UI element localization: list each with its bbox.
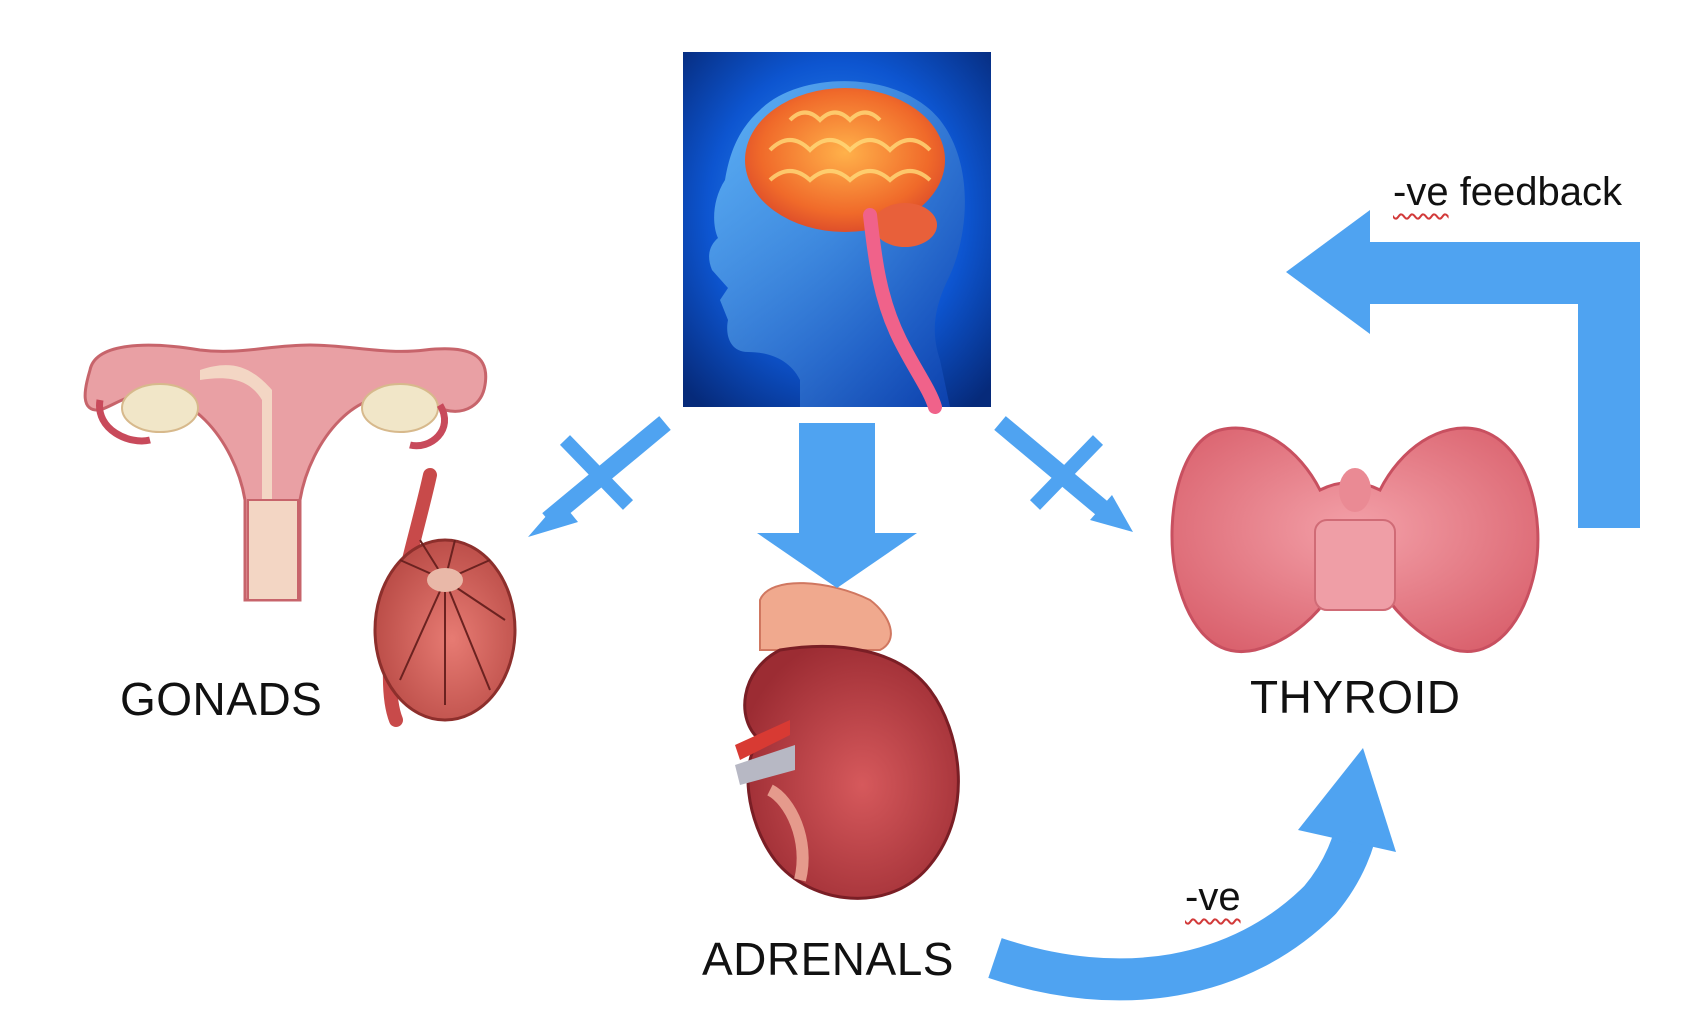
testis-icon: [373, 468, 517, 727]
negative-feedback-prefix: -ve: [1393, 170, 1449, 214]
brain-head-icon: [683, 52, 991, 414]
adrenals-label: ADRENALS: [702, 933, 954, 985]
kidney-adrenal-icon: [735, 582, 960, 900]
cross-mark: [559, 435, 634, 510]
arrow-brain-to-gonads: [528, 416, 671, 537]
arrow-brain-to-adrenals: [757, 423, 917, 588]
arrow-brain-to-thyroid: [994, 416, 1133, 532]
adrenals-to-thyroid-note-text: -ve: [1185, 875, 1241, 919]
uterus-icon: [83, 343, 488, 602]
gonads-label: GONADS: [120, 673, 323, 725]
cross-mark: [1029, 435, 1104, 510]
arrow-adrenals-to-thyroid: [988, 748, 1396, 1001]
thyroid-icon: [1170, 426, 1540, 653]
thyroid-label: THYROID: [1250, 671, 1461, 723]
arrow-negative-feedback: [1286, 210, 1640, 528]
negative-feedback-note: -ve feedback: [1393, 170, 1622, 215]
adrenals-to-thyroid-note: -ve: [1185, 875, 1241, 920]
negative-feedback-word: feedback: [1448, 170, 1623, 214]
